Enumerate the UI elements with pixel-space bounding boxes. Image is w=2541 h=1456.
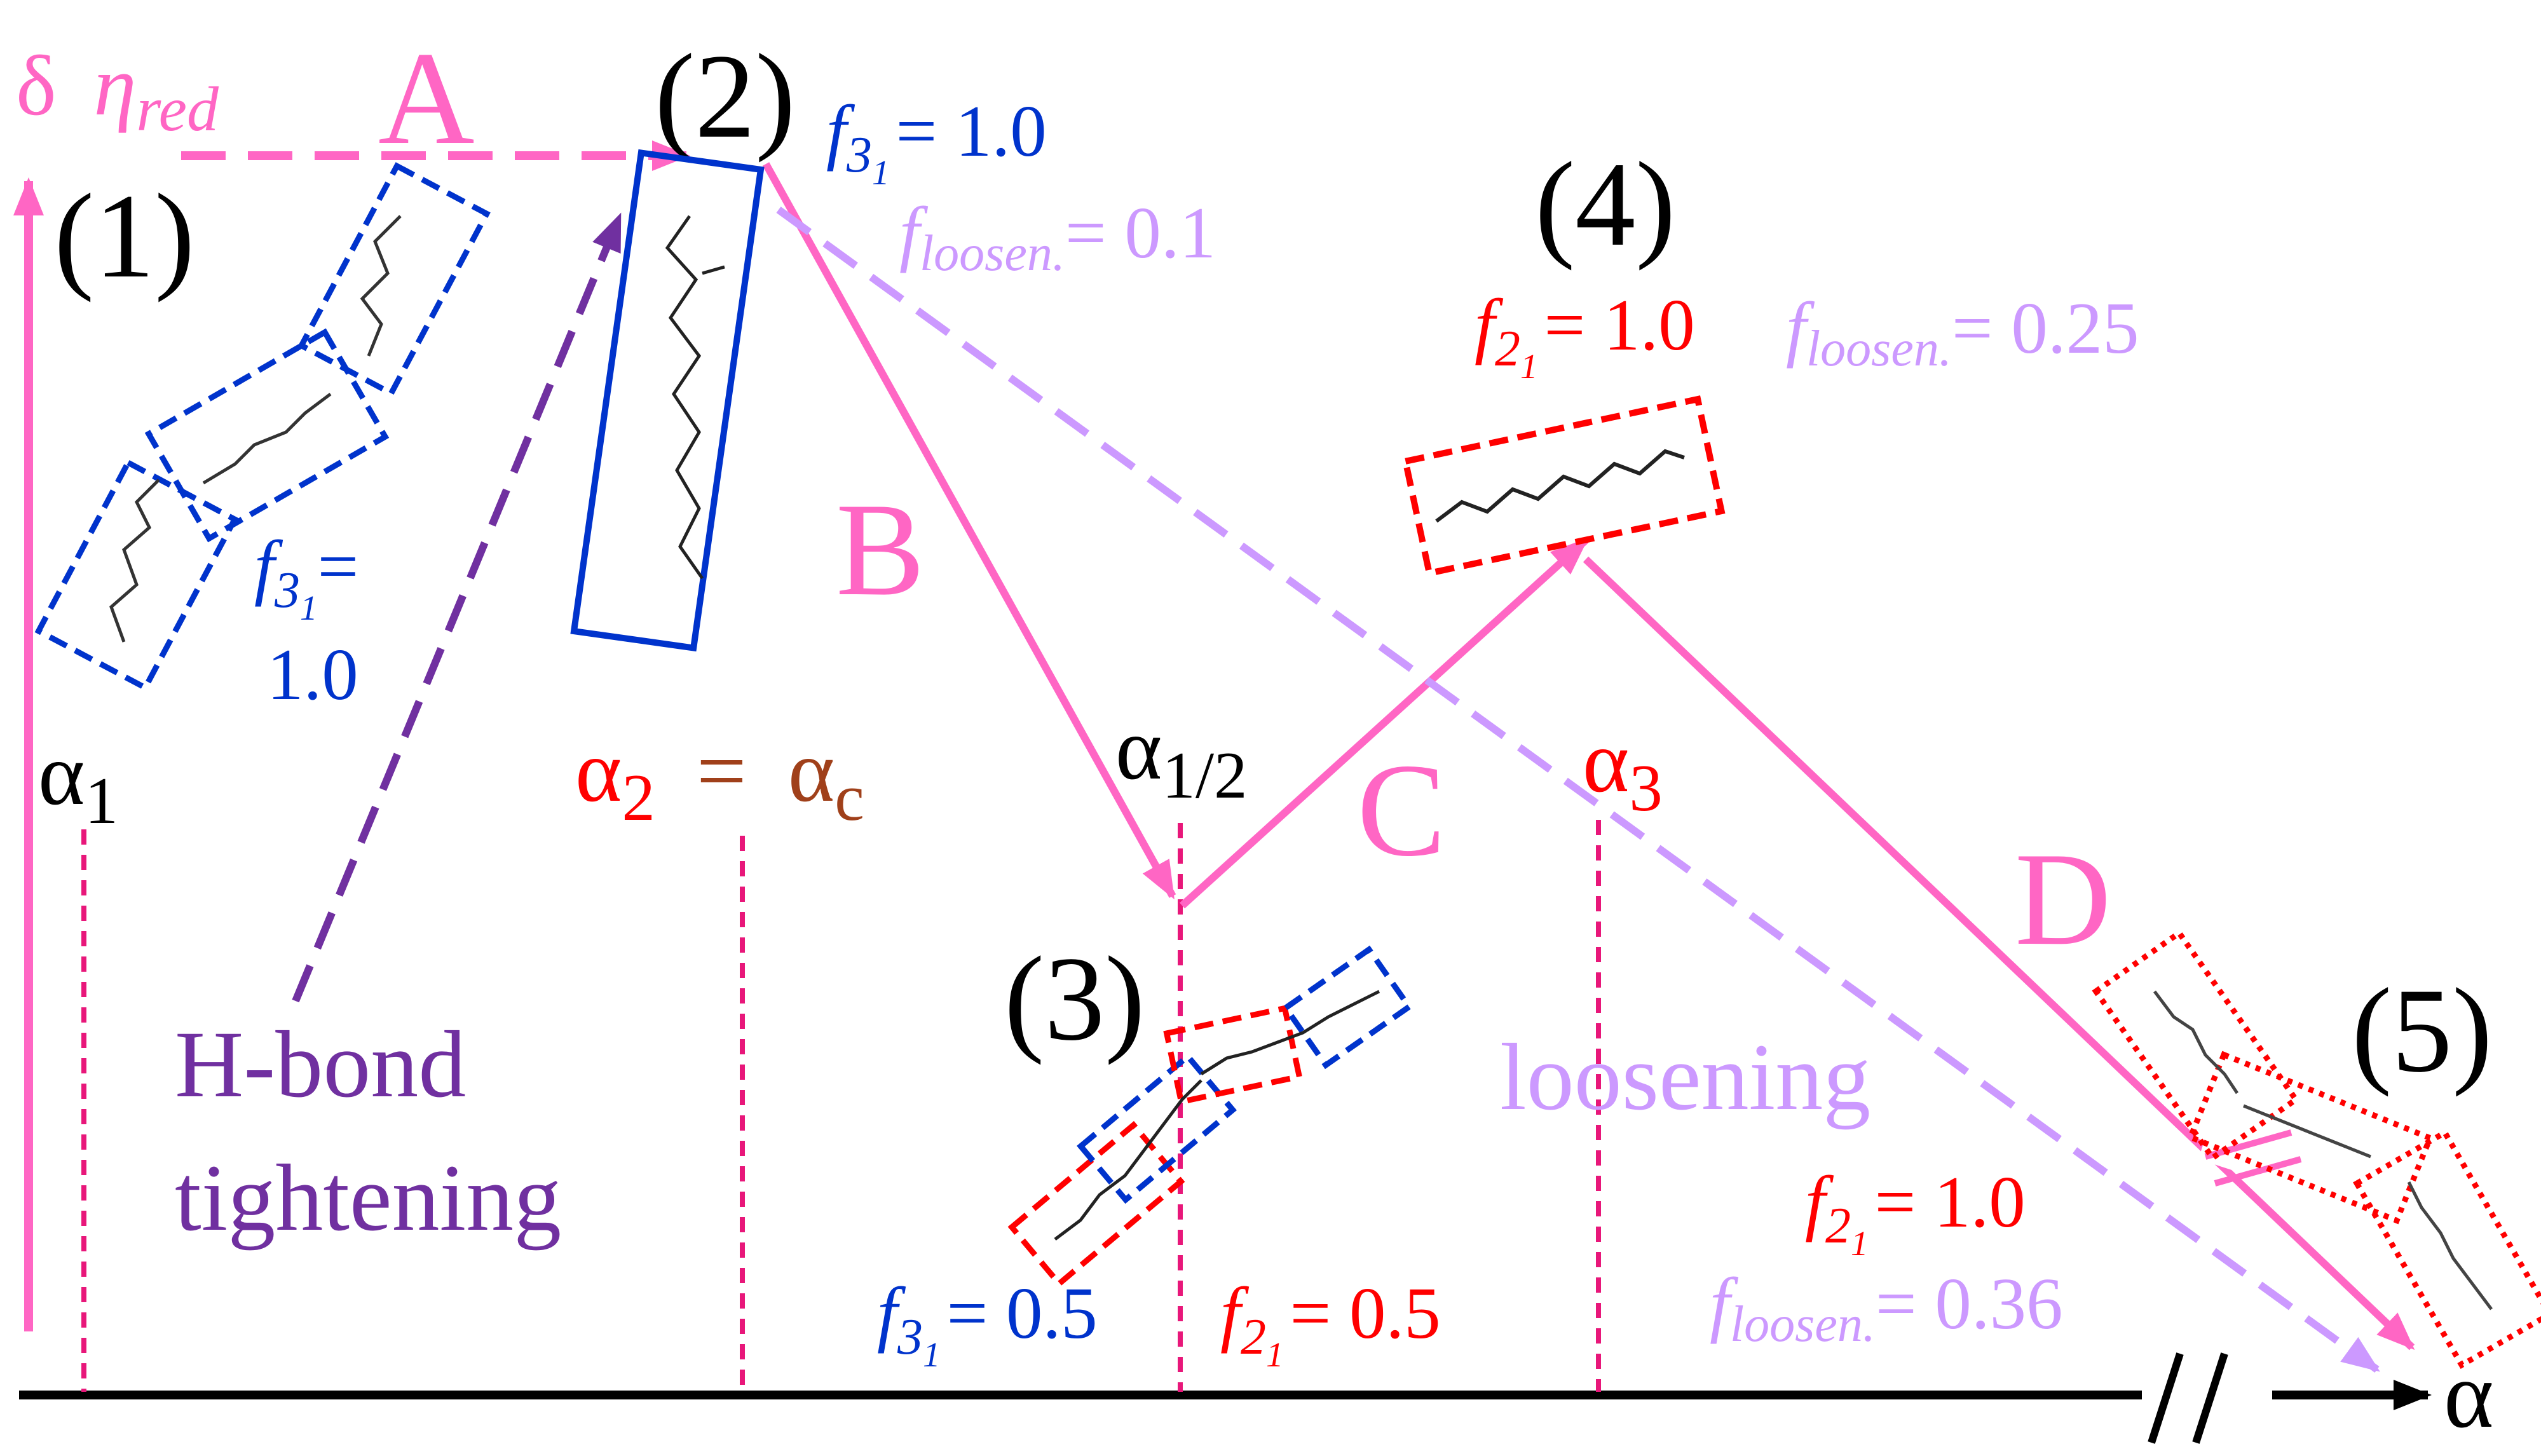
arrow-D-label: D: [2015, 826, 2111, 973]
arrow-C: [1179, 537, 1589, 909]
stage-4-f21-label: f21= 1.0: [1475, 285, 1695, 386]
stage-2-f31-label: f31= 1.0: [826, 91, 1047, 192]
stage-1-f31-label: f31= 1.0: [254, 526, 377, 715]
arrow-B-label: B: [836, 476, 925, 623]
hbond-tightening-label: H-bond tightening: [175, 1012, 561, 1251]
alpha3-label: α3: [1583, 712, 1663, 825]
stage-3-segment-red-low: [1007, 1120, 1185, 1288]
loosening-label: loosening: [1500, 1024, 1870, 1130]
y-axis-label: δ ηred: [16, 39, 219, 144]
stage-5-segment-1: [2092, 929, 2300, 1162]
hbond-tightening-arrow: [292, 212, 623, 1003]
stage-3-segment-red-high: [1163, 1005, 1303, 1105]
stage-1-label: (1): [54, 170, 195, 303]
stage-4-floosen-label: floosen.= 0.25: [1786, 288, 2139, 377]
stage-5-floosen-label: floosen.= 0.36: [1710, 1263, 2063, 1352]
arrow-A-label: A: [378, 25, 475, 172]
stage-3-segment-blue-low: [1077, 1052, 1237, 1204]
stage-4-molecule: [1401, 395, 1726, 577]
arrow-C-label: C: [1357, 737, 1446, 884]
loosening-arrow: [776, 207, 2380, 1373]
stage-5-label: (5): [2352, 964, 2493, 1098]
stage-3-f21-label: f21= 0.5: [1220, 1273, 1441, 1374]
stage-3-f31-label: f31= 0.5: [877, 1273, 1098, 1374]
stage-4-label: (4): [1535, 138, 1676, 271]
alpha1-label: α1: [38, 725, 118, 838]
stage-2-floosen-label: floosen.= 0.1: [899, 193, 1216, 282]
stage-1-segment-3: [297, 162, 491, 397]
stage-2-label: (2): [655, 30, 796, 163]
stage-5-segment-2: [2186, 1051, 2434, 1225]
stage-1-segment-2: [144, 328, 390, 543]
stage-5-f21-label: f21= 1.0: [1805, 1162, 2026, 1263]
stage-2-helix-box: [570, 149, 765, 652]
arrow-D: [1583, 556, 2415, 1351]
stage-3-label: (3): [1004, 932, 1145, 1066]
stage-3-molecule: [1007, 945, 1414, 1288]
stage-1-segment-1: [34, 458, 239, 692]
alpha2-equals-alphac-label: α2 = αc: [575, 722, 864, 840]
axis-break-mark: [2148, 1352, 2228, 1444]
arrow-D-break: [2198, 1129, 2305, 1192]
stage-5-segment-3: [2353, 1128, 2541, 1370]
stage-2-molecule: [570, 149, 765, 652]
arrow-B: [762, 162, 1176, 900]
alpha-half-label: α1/2: [1115, 700, 1248, 812]
stage-4-helix-box: [1401, 395, 1726, 577]
